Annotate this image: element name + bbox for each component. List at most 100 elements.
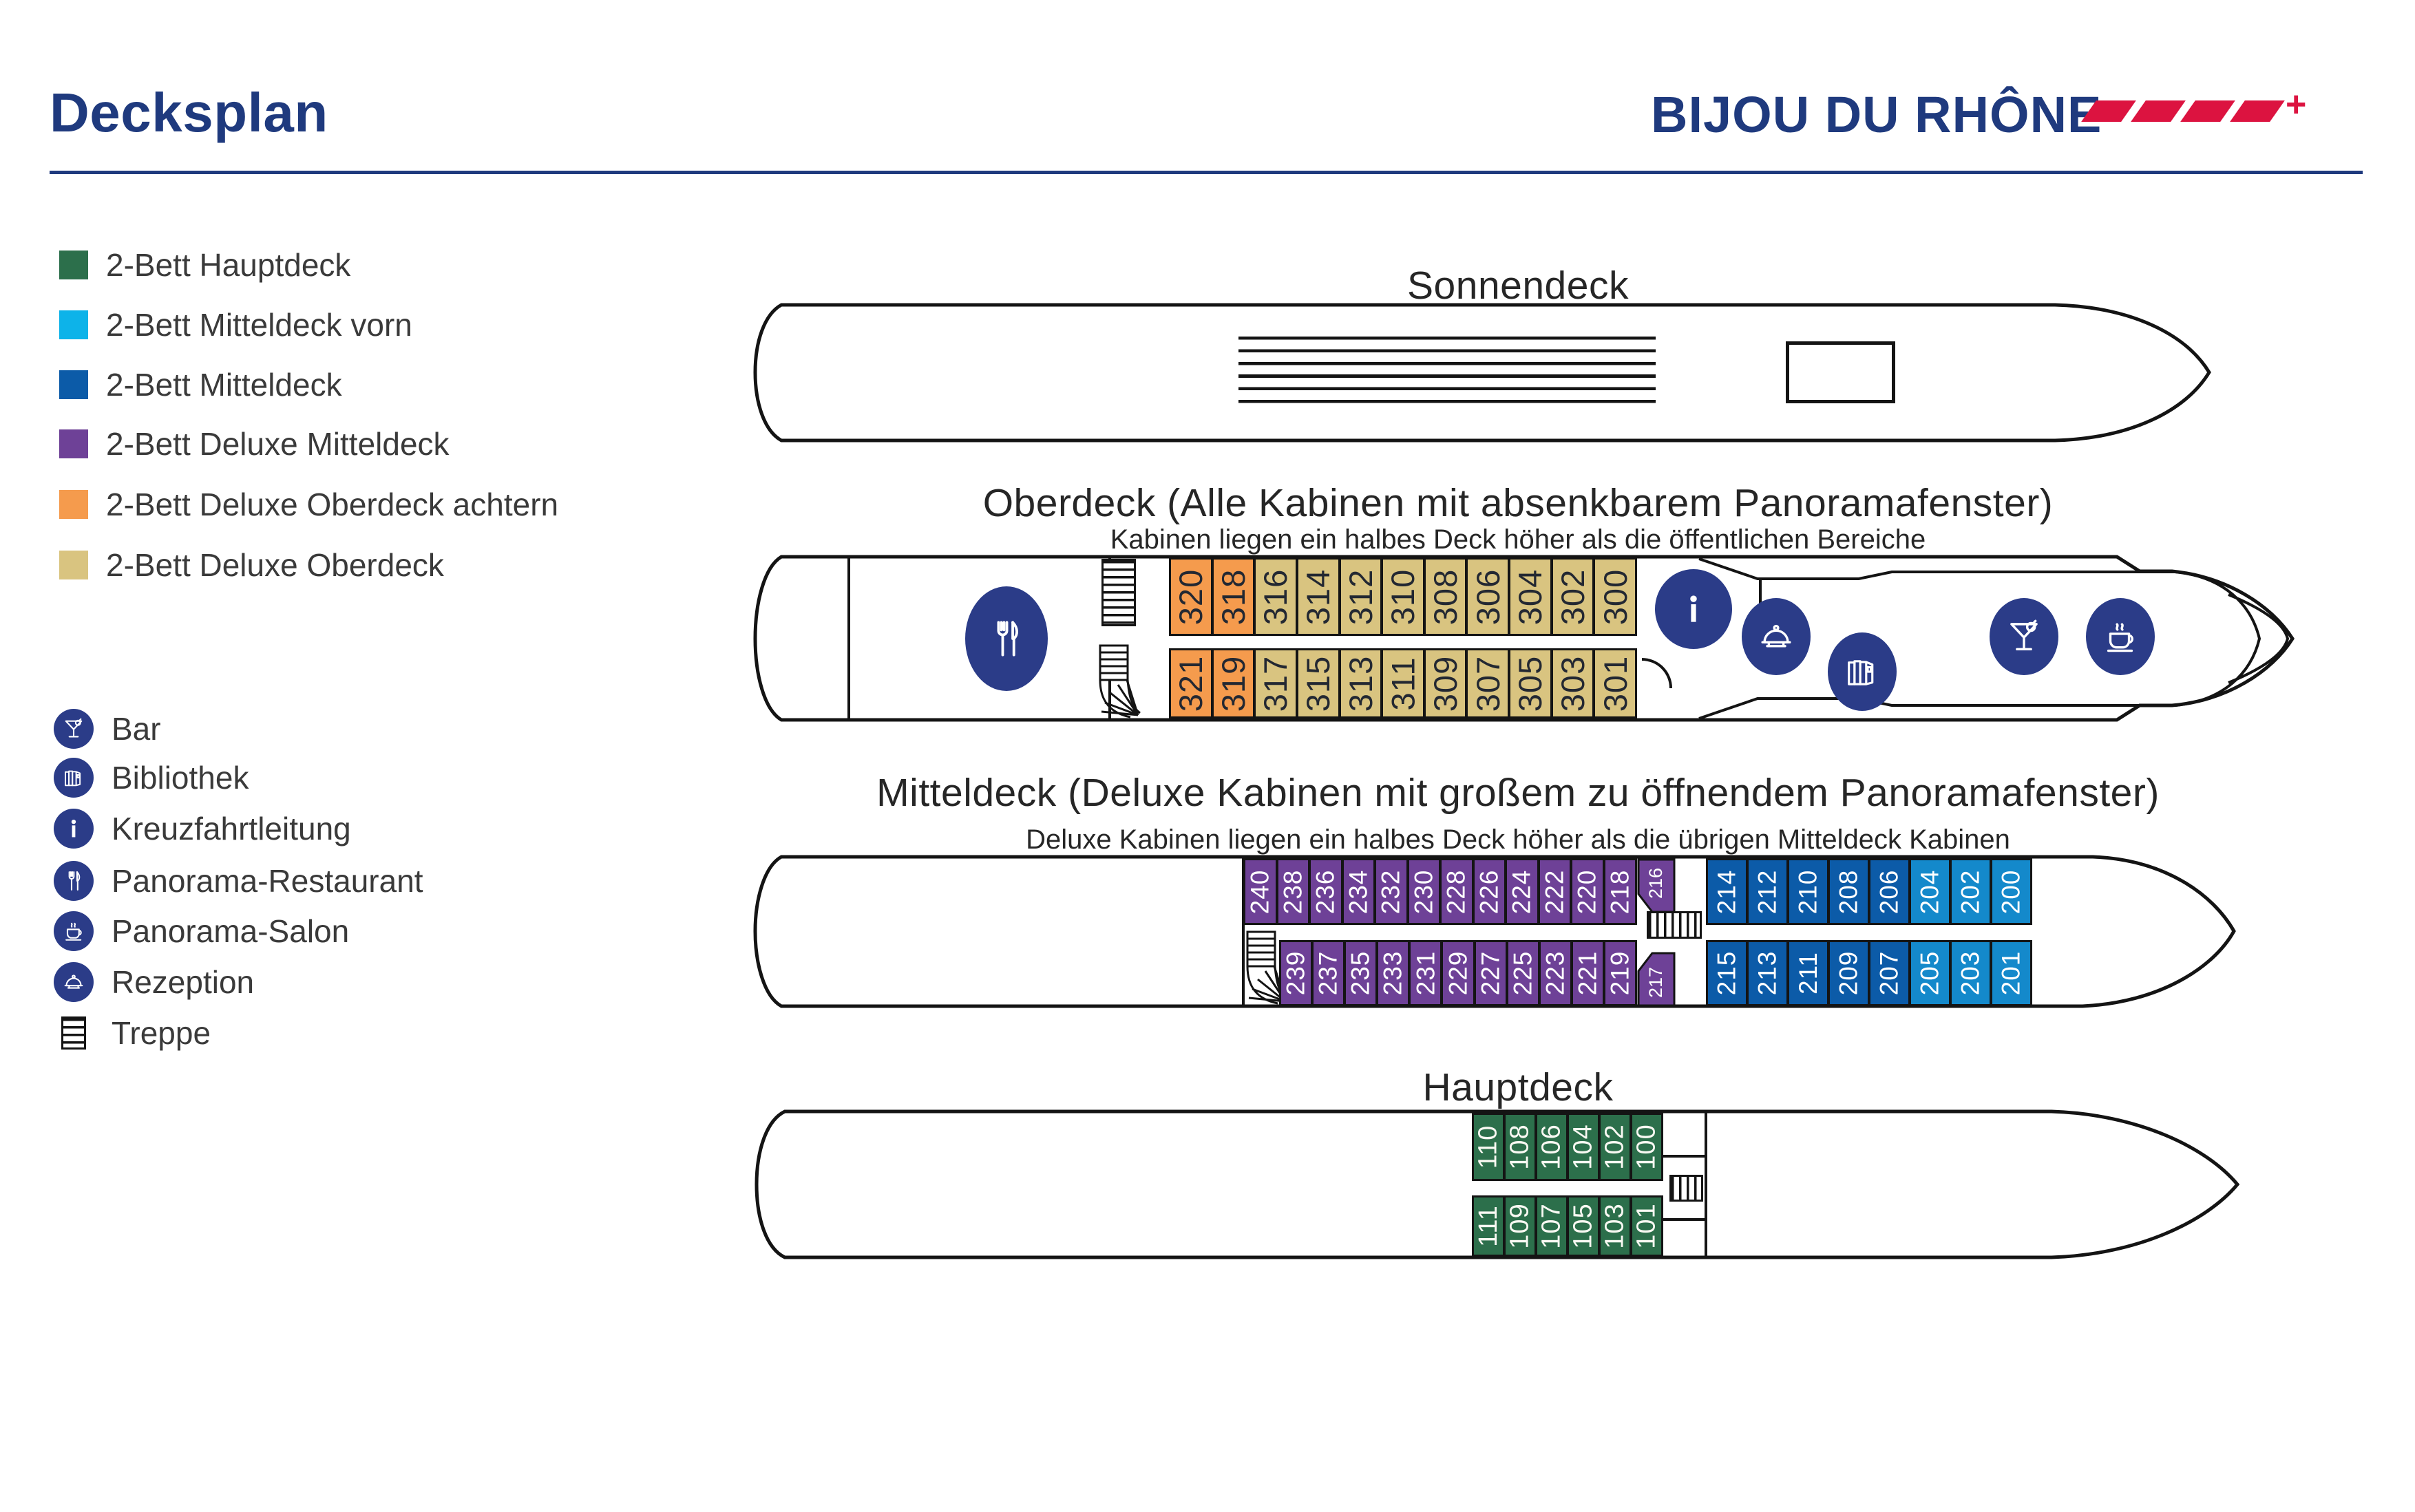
martini-icon xyxy=(54,709,94,749)
cabin: 202 xyxy=(1952,860,1992,923)
cabin: 319 xyxy=(1213,650,1256,716)
cabin: 225 xyxy=(1508,942,1541,1004)
legend-item: 2-Bett Deluxe Oberdeck xyxy=(59,547,444,583)
stairs-icon xyxy=(1669,1175,1703,1202)
cabin: 219 xyxy=(1605,942,1636,1004)
cabin: 206 xyxy=(1870,860,1911,923)
legend-label: 2-Bett Mitteldeck xyxy=(106,367,342,403)
books-icon xyxy=(1828,632,1897,711)
sonnendeck-title: Sonnendeck xyxy=(1407,264,1629,308)
cabin: 301 xyxy=(1595,650,1636,716)
cabin: 240 xyxy=(1245,860,1278,923)
cabin: 106 xyxy=(1537,1115,1569,1179)
martini-icon xyxy=(1990,598,2058,675)
cabin: 232 xyxy=(1376,860,1409,923)
legend-label: 2-Bett Hauptdeck xyxy=(106,247,351,283)
legend-label: Panorama-Salon xyxy=(112,913,350,949)
oberdeck-subtitle: Kabinen liegen ein halbes Deck höher als… xyxy=(1110,524,1926,555)
legend-label: Panorama-Restaurant xyxy=(112,863,423,899)
color-swatch xyxy=(59,370,88,399)
brand-logo-bar-icon xyxy=(2180,100,2235,122)
cabin: 320 xyxy=(1171,560,1214,634)
cabin: 208 xyxy=(1830,860,1870,923)
mitteldeck-cabin-row-bottom-deluxe: 239 237 235 233 231 229 227 225 223 221 … xyxy=(1279,940,1637,1006)
oberdeck-cabin-row-top: 320 318 316 314 312 310 308 306 304 302 … xyxy=(1169,557,1637,636)
cabin: 310 xyxy=(1383,560,1426,634)
oberdeck-cabin-row-bottom: 321 319 317 315 313 311 309 307 305 303 … xyxy=(1169,648,1637,718)
cabin: 220 xyxy=(1572,860,1605,923)
cabin-label: 216 xyxy=(1645,867,1667,899)
ship-name: BIJOU DU RHÔNE xyxy=(1651,86,2102,143)
hauptdeck-cabin-row-bottom: 111 109 107 105 103 101 xyxy=(1472,1195,1663,1257)
coffee-icon xyxy=(2086,598,2155,675)
cabin: 318 xyxy=(1213,560,1256,634)
info-icon xyxy=(54,809,94,849)
cabin: 308 xyxy=(1425,560,1468,634)
cabin: 312 xyxy=(1340,560,1384,634)
legend-item-kreuzfahrtleitung: Kreuzfahrtleitung xyxy=(54,809,351,849)
fork-knife-icon xyxy=(965,586,1048,691)
cabin: 218 xyxy=(1605,860,1635,923)
cabin: 228 xyxy=(1442,860,1475,923)
cabin: 300 xyxy=(1595,560,1636,634)
cabin: 214 xyxy=(1708,860,1749,923)
cabin: 105 xyxy=(1569,1197,1601,1255)
legend-label: Bar xyxy=(112,711,161,747)
cabin: 229 xyxy=(1443,942,1476,1004)
cabin: 101 xyxy=(1632,1197,1661,1255)
color-swatch xyxy=(59,310,88,339)
mitteldeck-cabin-row-top-deluxe: 240 238 236 234 232 230 228 226 224 222 … xyxy=(1243,858,1637,925)
color-swatch xyxy=(59,551,88,579)
legend-item: 2-Bett Deluxe Oberdeck achtern xyxy=(59,487,558,522)
cabin: 203 xyxy=(1952,942,1992,1004)
cabin: 215 xyxy=(1708,942,1749,1004)
cabin: 302 xyxy=(1552,560,1596,634)
cabin: 110 xyxy=(1474,1115,1506,1179)
cabin: 107 xyxy=(1537,1197,1569,1255)
cabin: 306 xyxy=(1468,560,1511,634)
mitteldeck-title: Mitteldeck (Deluxe Kabinen mit großem zu… xyxy=(876,771,2160,815)
hauptdeck-hull xyxy=(755,1109,2240,1259)
cabin: 307 xyxy=(1468,650,1511,716)
cabin: 317 xyxy=(1256,650,1298,716)
legend-item: 2-Bett Mitteldeck xyxy=(59,367,342,403)
fork-knife-icon xyxy=(54,861,94,901)
brand-logo-bar-icon xyxy=(2230,100,2285,122)
cabin: 303 xyxy=(1552,650,1596,716)
cabin: 210 xyxy=(1789,860,1830,923)
cabin: 237 xyxy=(1314,942,1347,1004)
page-title: Decksplan xyxy=(50,82,328,143)
legend-item: 2-Bett Mitteldeck vorn xyxy=(59,307,412,343)
cabin: 234 xyxy=(1343,860,1376,923)
cloche-icon xyxy=(54,962,94,1002)
cabin: 109 xyxy=(1506,1197,1537,1255)
legend-item-restaurant: Panorama-Restaurant xyxy=(54,861,423,901)
info-icon xyxy=(1655,569,1732,649)
cabin: 104 xyxy=(1569,1115,1601,1179)
legend-item: 2-Bett Deluxe Mitteldeck xyxy=(59,426,450,462)
stairs-icon xyxy=(1101,559,1136,626)
brand-logo-plus-icon: + xyxy=(2286,85,2307,125)
legend-label: 2-Bett Mitteldeck vorn xyxy=(106,307,412,343)
cabin: 313 xyxy=(1340,650,1384,716)
cabin: 311 xyxy=(1383,650,1426,716)
cabin: 226 xyxy=(1474,860,1507,923)
hauptdeck-title: Hauptdeck xyxy=(1422,1065,1614,1109)
cabin: 321 xyxy=(1171,650,1214,716)
spiral-stairs-icon xyxy=(1099,644,1141,718)
legend-item-bar: Bar xyxy=(54,709,161,749)
cabin: 314 xyxy=(1298,560,1341,634)
cabin: 212 xyxy=(1749,860,1789,923)
oberdeck-title: Oberdeck (Alle Kabinen mit absenkbarem P… xyxy=(982,481,2054,525)
cabin: 211 xyxy=(1789,942,1830,1004)
mitteldeck-cabin-row-bottom-front: 215 213 211 209 207 205 203 201 xyxy=(1706,940,2032,1006)
cabin: 316 xyxy=(1256,560,1298,634)
cabin: 222 xyxy=(1539,860,1572,923)
legend-label: Treppe xyxy=(112,1015,211,1051)
cabin: 200 xyxy=(1992,860,2030,923)
cloche-icon xyxy=(1742,598,1811,675)
deck-structure xyxy=(1786,341,1895,403)
cabin: 230 xyxy=(1409,860,1442,923)
cabin: 209 xyxy=(1830,942,1870,1004)
legend-label: Kreuzfahrtleitung xyxy=(112,811,351,846)
